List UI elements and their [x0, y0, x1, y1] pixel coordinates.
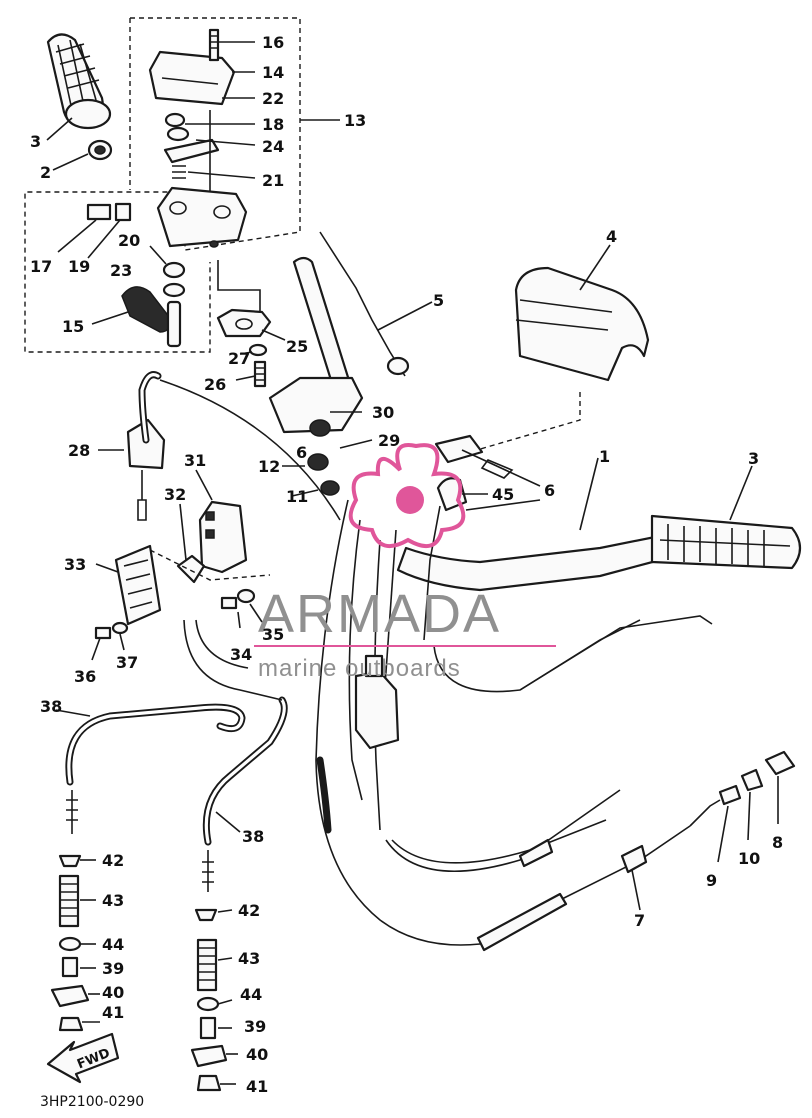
callout: 7 [634, 911, 645, 930]
small-screws [91, 588, 263, 661]
throttle-lever [91, 286, 182, 348]
callout: 44 [102, 935, 124, 954]
callout: 25 [286, 337, 308, 356]
callout: 2 [40, 163, 51, 182]
main-handlebar [396, 457, 802, 592]
callout: 36 [74, 667, 96, 686]
handlebar-clamp [216, 260, 286, 388]
callout: 35 [262, 625, 284, 644]
callout: 8 [772, 833, 783, 852]
callout: 9 [706, 871, 717, 890]
callout: 13 [344, 111, 366, 130]
callout: 6 [296, 443, 307, 462]
callout: 41 [102, 1003, 124, 1022]
callout: 6 [544, 481, 555, 500]
remote-cable-right [183, 619, 288, 892]
callout: 1 [599, 447, 610, 466]
callout: 38 [40, 697, 62, 716]
callout: 40 [102, 983, 124, 1002]
callout-labels: 1 2 3 3 4 5 6 6 7 8 9 10 11 12 13 14 15 … [30, 33, 783, 1096]
watermark-center-icon [396, 486, 424, 514]
drawing-code: 3HP2100-0290 [40, 1094, 144, 1110]
callout: 11 [286, 487, 308, 506]
callout: 26 [204, 375, 226, 394]
shift-lever [98, 371, 341, 521]
cable-5 [319, 231, 433, 377]
control-cables [315, 499, 713, 952]
callout: 39 [244, 1017, 266, 1036]
left-grip [46, 33, 113, 171]
throttle-housing-body [156, 186, 248, 248]
watermark: ARMADA marine outboards [254, 443, 556, 682]
callout: 42 [238, 901, 260, 920]
callout: 15 [62, 317, 84, 336]
callout: 29 [378, 431, 400, 450]
callout: 34 [230, 645, 252, 664]
callout: 24 [262, 137, 284, 156]
callout: 40 [246, 1045, 268, 1064]
callout: 38 [242, 827, 264, 846]
cable-end-parts [689, 750, 796, 863]
callout: 44 [240, 985, 262, 1004]
callout: 42 [102, 851, 124, 870]
callout: 41 [246, 1077, 268, 1096]
handlebar-post [268, 256, 373, 497]
callout: 20 [118, 231, 140, 250]
callout: 14 [262, 63, 284, 82]
callout: 16 [262, 33, 284, 52]
fwd-arrow: FWD [46, 1032, 120, 1084]
callout: 23 [110, 261, 132, 280]
watermark-flower-icon [348, 443, 466, 549]
bolt-17 [57, 202, 132, 259]
callout: 21 [262, 171, 284, 190]
handlebar-cover [469, 244, 650, 453]
callout: 45 [492, 485, 514, 504]
callout: 43 [102, 891, 124, 910]
watermark-subtitle: marine outboards [258, 655, 461, 682]
switch-body [95, 469, 271, 626]
throttle-housing-cover [148, 28, 255, 106]
callout: 37 [116, 653, 138, 672]
callout: 12 [258, 457, 280, 476]
callout: 31 [184, 451, 206, 470]
callout: 3 [30, 132, 41, 151]
callout: 3 [748, 449, 759, 468]
callout: 30 [372, 403, 394, 422]
callout: 10 [738, 849, 760, 868]
callout: 19 [68, 257, 90, 276]
callout: 17 [30, 257, 52, 276]
remote-cable-left [55, 703, 246, 834]
callout: 32 [164, 485, 186, 504]
callout: 33 [64, 555, 86, 574]
callout: 39 [102, 959, 124, 978]
callout: 27 [228, 349, 250, 368]
callout: 22 [262, 89, 284, 108]
callout: 5 [433, 291, 444, 310]
hardware-stack-left [50, 854, 100, 1032]
callout: 28 [68, 441, 90, 460]
callout: 4 [606, 227, 617, 246]
callout: 43 [238, 949, 260, 968]
watermark-title: ARMADA [258, 584, 501, 644]
nut-20 [149, 245, 186, 298]
hardware-stack-right [190, 908, 238, 1092]
callout: 18 [262, 115, 284, 134]
